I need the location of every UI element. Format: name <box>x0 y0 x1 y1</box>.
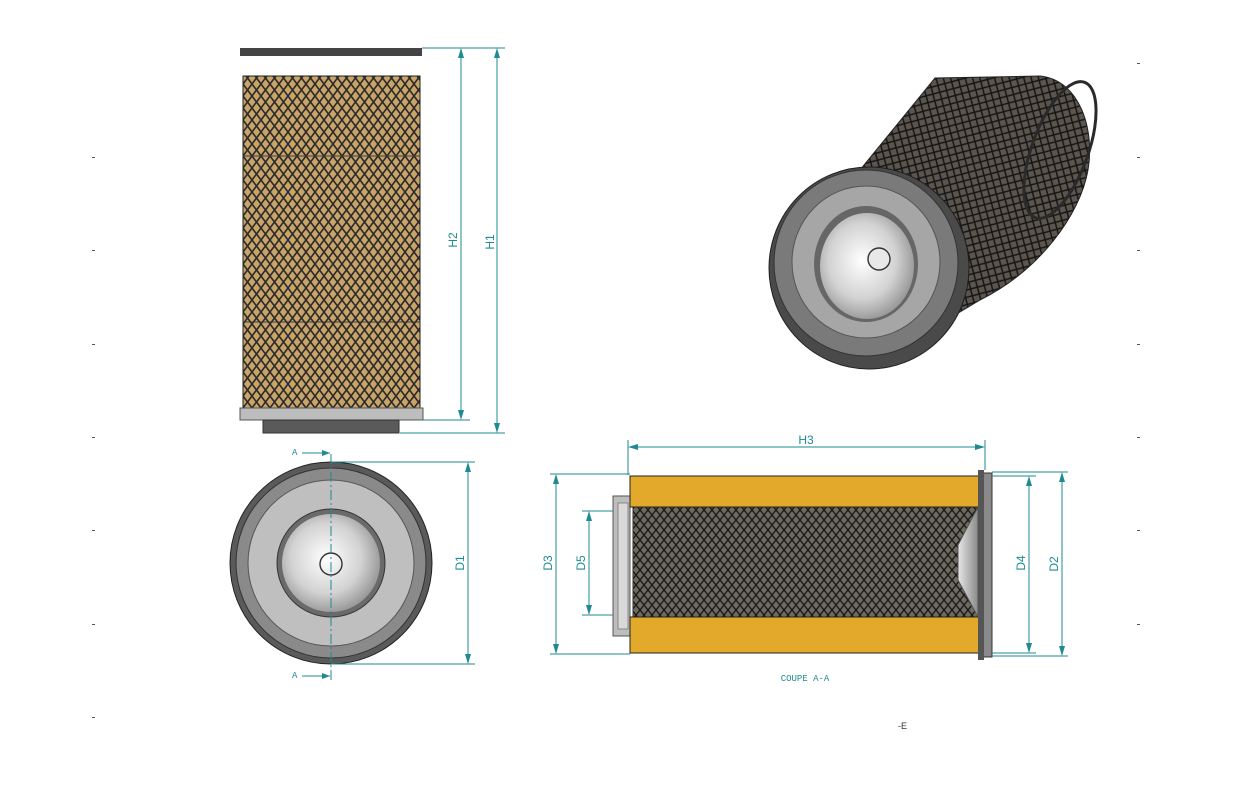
iso-center-hole <box>867 247 891 271</box>
front-view <box>239 48 424 434</box>
dimension-label-d3: D3 <box>541 555 555 571</box>
section-marker-top: A <box>292 448 330 458</box>
dimension-d2: D2 <box>992 471 1068 657</box>
section-view <box>612 470 993 660</box>
isometric-view <box>768 75 1098 370</box>
dimension-d5: D5 <box>574 510 613 616</box>
dimension-label-d4: D4 <box>1014 555 1028 571</box>
section-caption: COUPE A-A <box>781 674 830 684</box>
dimension-d3: D3 <box>541 473 630 655</box>
section-marker-bottom-label: A <box>292 671 298 681</box>
dimension-label-d5: D5 <box>574 555 588 571</box>
top-view <box>229 454 433 680</box>
footer-mark: -E <box>898 721 907 731</box>
section-marker-bottom: A <box>292 671 330 681</box>
dimension-label-d1: D1 <box>453 555 467 571</box>
dimension-label-d2: D2 <box>1047 556 1061 572</box>
dimension-h3: H3 <box>627 433 986 475</box>
section-media-bottom <box>629 616 983 654</box>
dimension-d1: D1 <box>331 461 475 665</box>
frame-ticks-right <box>1137 63 1140 625</box>
dimension-label-h1: H1 <box>483 234 497 250</box>
section-media-top <box>629 475 983 508</box>
section-right-plate-edge <box>978 470 984 660</box>
dimension-h2: H2 <box>422 47 470 421</box>
iso-far-rim <box>1022 80 1098 220</box>
frame-ticks-left <box>92 157 95 718</box>
front-mesh-body <box>242 75 421 411</box>
dimension-h1: H1 <box>400 47 505 434</box>
front-top-plate <box>240 48 422 56</box>
front-bottom-flange <box>239 407 424 421</box>
dimension-label-h3: H3 <box>798 433 814 447</box>
section-left-collar-inner <box>617 502 629 630</box>
section-marker-top-label: A <box>292 448 298 458</box>
dimension-d4: D4 <box>992 475 1036 654</box>
iso-end-cap <box>820 213 914 319</box>
section-inner-mesh <box>632 506 979 618</box>
front-bottom-gasket <box>262 419 400 434</box>
dimension-label-h2: H2 <box>446 232 460 248</box>
